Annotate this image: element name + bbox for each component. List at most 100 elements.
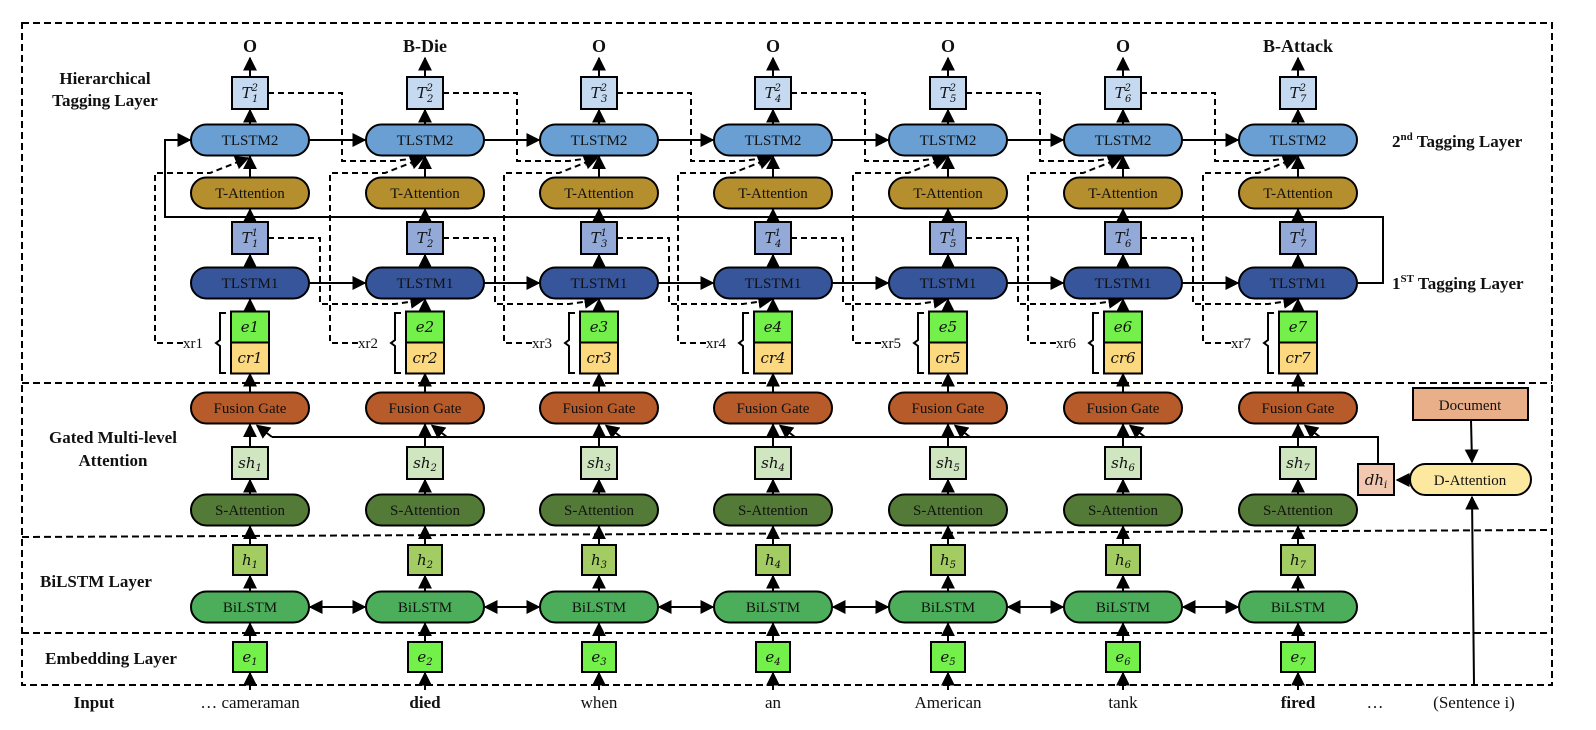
tlstm2-node-label: TLSTM2 (1095, 133, 1152, 149)
h-label: h7 (1290, 551, 1307, 571)
fusion-gate-node (539, 391, 659, 425)
s-attention-node (713, 493, 833, 527)
t2-to-next-tlstm2-dashed (791, 92, 948, 166)
tlstm1-node (190, 266, 310, 300)
t1-box (1279, 221, 1317, 255)
tlstm2-node (713, 123, 833, 157)
xr-label: xr7 (1231, 336, 1251, 352)
input-word: tank (1108, 693, 1138, 712)
sh-box (1279, 446, 1317, 480)
tlstm2-node (539, 123, 659, 157)
tlstm1-node-label: TLSTM1 (222, 276, 279, 292)
xr-label: xr3 (532, 336, 552, 352)
t-attention-node (888, 176, 1008, 210)
label-gated-line1: Gated Multi-level (49, 428, 177, 447)
h-box (1105, 544, 1141, 576)
h-box (407, 544, 443, 576)
outer-dashed-border (21, 22, 1553, 686)
t1-to-next-tlstm1-dashed (791, 237, 948, 309)
fusion-gate-node (190, 391, 310, 425)
s-attention-node (1238, 493, 1358, 527)
tlstm1-to-tlstm2-loop (164, 133, 1384, 284)
sh-box (929, 446, 967, 480)
e-concat-label: e3 (590, 318, 608, 336)
tlstm1-node-label: TLSTM1 (1270, 276, 1327, 292)
s-attention-node-label: S-Attention (1088, 503, 1158, 519)
t1-to-next-tlstm1-dashed (1141, 237, 1298, 309)
cr-box (753, 341, 793, 375)
sh-box (580, 446, 618, 480)
sh-box (754, 446, 792, 480)
bilstm-node (539, 590, 659, 624)
label-bilstm-layer: BiLSTM Layer (40, 572, 152, 591)
input-ellipsis: … (1367, 693, 1384, 712)
embedding-label: e2 (417, 648, 432, 668)
t1-to-next-tlstm1-dashed (966, 237, 1123, 309)
t2-to-next-tlstm2-dashed (617, 92, 773, 166)
xr-label: xr1 (183, 336, 203, 352)
tlstm1-node (888, 266, 1008, 300)
bilstm-node-label: BiLSTM (1096, 600, 1150, 616)
label-gated-line2: Attention (79, 451, 148, 470)
bilstm-node-label: BiLSTM (572, 600, 626, 616)
fusion-gate-node-label: Fusion Gate (1262, 401, 1335, 417)
tlstm1-node-label: TLSTM1 (745, 276, 802, 292)
t2-box (929, 76, 967, 110)
t-attention-node-label: T-Attention (1263, 186, 1333, 202)
cr-box (928, 341, 968, 375)
embedding-label: e7 (1290, 648, 1306, 668)
t-attention-node (365, 176, 485, 210)
divider-gated-bilstm (21, 529, 1553, 538)
tlstm1-node-label: TLSTM1 (571, 276, 628, 292)
xr-label: xr5 (881, 336, 901, 352)
t-attention-node-label: T-Attention (1088, 186, 1158, 202)
tlstm2-node-label: TLSTM2 (1270, 133, 1327, 149)
label-embedding-layer: Embedding Layer (45, 649, 177, 668)
fusion-gate-node-label: Fusion Gate (214, 401, 287, 417)
tlstm1-node (1063, 266, 1183, 300)
document-to-dattention-arrow (1464, 419, 1479, 464)
bilstm-node (1238, 590, 1358, 624)
h-label: h6 (1115, 551, 1132, 571)
sentence-to-dattention-arrow (1465, 495, 1480, 686)
fusion-gate-node (1063, 391, 1183, 425)
cr-label: cr4 (760, 349, 785, 367)
dh-to-fusion-arrow (778, 424, 796, 439)
tlstm2-node-label: TLSTM2 (920, 133, 977, 149)
tlstm2-node (888, 123, 1008, 157)
e-concat-label: e4 (764, 318, 782, 336)
bilstm-node (888, 590, 1008, 624)
t-attention-node (1238, 176, 1358, 210)
t1-to-next-tlstm1-dashed (268, 237, 425, 309)
tlstm2-node (365, 123, 485, 157)
e-concat-box (1103, 310, 1143, 344)
cr-box (579, 341, 619, 375)
bilstm-node (1063, 590, 1183, 624)
sh-label: sh5 (936, 454, 960, 474)
embedding-box (1105, 641, 1141, 673)
tlstm2-node-label: TLSTM2 (571, 133, 628, 149)
input-word: American (914, 693, 982, 712)
t1-box (580, 221, 618, 255)
output-tag: O (243, 36, 257, 56)
label-hierarchical-line1: Hierarchical (59, 69, 151, 88)
document-box (1412, 387, 1529, 421)
tlstm1-node-label: TLSTM1 (397, 276, 454, 292)
layer-labels: Hierarchical Tagging Layer Gated Multi-l… (40, 69, 1524, 712)
xr-label: xr6 (1056, 336, 1076, 352)
concat-brace (389, 312, 401, 374)
first-tagging-prefix: 1 (1392, 274, 1401, 293)
output-tag: B-Die (403, 36, 447, 56)
s-attention-node (365, 493, 485, 527)
t2-box (406, 76, 444, 110)
concat-brace (737, 312, 749, 374)
